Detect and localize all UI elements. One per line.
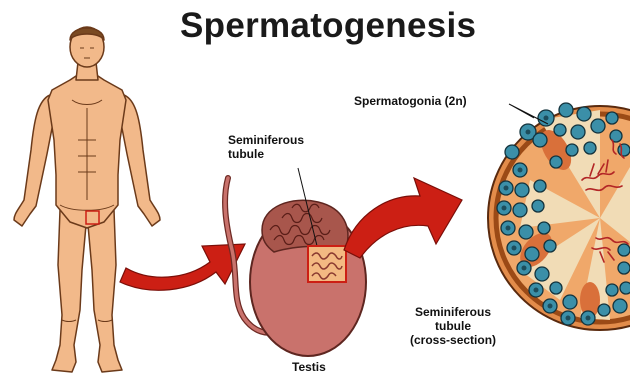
testis-label: Testis [292, 361, 326, 375]
seminiferous-tubule-label-line2: tubule [228, 148, 304, 162]
page-title: Spermatogenesis [180, 6, 530, 46]
tubule-cross-section [488, 103, 630, 330]
cross-section-label: Seminiferous tubule (cross-section) [410, 306, 496, 347]
arrow-to-testis [120, 244, 245, 290]
cross-section-label-line1: Seminiferous [410, 306, 496, 320]
testis-zoom-box [308, 246, 346, 282]
arrow-to-cross-section [344, 178, 462, 258]
cross-section-label-line3: (cross-section) [410, 334, 496, 348]
seminiferous-tubule-label: Seminiferous tubule [228, 134, 304, 162]
seminiferous-tubule-label-line1: Seminiferous [228, 134, 304, 148]
cross-section-label-line2: tubule [410, 320, 496, 334]
spermatogonia-label: Spermatogonia (2n) [354, 95, 467, 109]
